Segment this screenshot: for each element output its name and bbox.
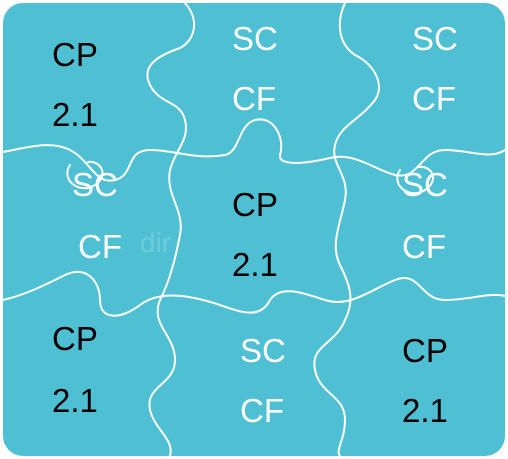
seam-vertical-left — [146, 2, 195, 457]
label-middle-left-line1: SC — [72, 166, 118, 203]
seam-vertical-right — [313, 2, 380, 457]
label-center-line2: 2.1 — [232, 246, 278, 283]
label-middle-right-line2: CF — [402, 228, 446, 265]
watermark: dir — [140, 227, 171, 258]
label-bottom-left-line1: CP — [52, 320, 98, 357]
label-bottom-right-line2: 2.1 — [402, 392, 448, 429]
label-top-left-line1: CP — [52, 36, 98, 73]
label-top-right-line1: SC — [412, 20, 458, 57]
label-bottom-right-line1: CP — [402, 332, 448, 369]
label-middle-right-line1: SC — [402, 166, 448, 203]
seam-knob-left — [66, 160, 104, 190]
label-top-left-line2: 2.1 — [52, 96, 98, 133]
label-bottom-center-line1: SC — [240, 332, 286, 369]
label-top-right-line2: CF — [412, 80, 456, 117]
puzzle-board — [3, 3, 505, 456]
seam-horizontal-bottom — [2, 270, 506, 317]
label-bottom-left-line2: 2.1 — [52, 382, 98, 419]
label-center-line1: CP — [232, 186, 278, 223]
label-top-center-line1: SC — [232, 20, 278, 57]
seam-knob-right — [396, 165, 435, 195]
seam-horizontal-top — [2, 118, 506, 182]
label-middle-left-line2: CF — [78, 228, 122, 265]
label-bottom-center-line2: CF — [240, 392, 284, 429]
label-top-center-line2: CF — [232, 80, 276, 117]
